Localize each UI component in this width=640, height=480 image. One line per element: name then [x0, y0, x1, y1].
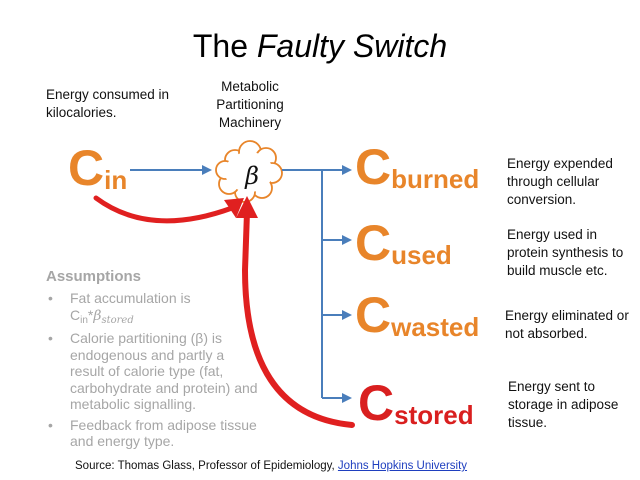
c-in-subscript: in	[104, 165, 128, 195]
c-used-subscript: used	[391, 240, 452, 270]
c-burned-note: Energy expended through cellular convers…	[507, 156, 613, 207]
energy-in-note: Energy consumed in kilocalories.	[46, 87, 170, 120]
c-used-note: Energy used in protein synthesis to buil…	[507, 227, 624, 278]
title-prefix: The	[192, 28, 257, 64]
assumptions-heading: Assumptions	[46, 268, 142, 285]
assumption-item-1-text: Fat accumulation is	[70, 290, 191, 306]
cin-feedback-arrow	[93, 195, 235, 224]
c-in-letter: C	[68, 140, 105, 196]
c-used-letter: C	[355, 215, 392, 271]
c-stored-note: Energy sent to storage in adipose tissue…	[508, 379, 619, 430]
c-in-term: Cin	[68, 143, 127, 193]
assumption-item-feedback: Feedback from adipose tissue and energy …	[46, 417, 261, 450]
c-wasted-letter: C	[355, 287, 392, 343]
c-wasted-note: Energy eliminated or not absorbed.	[505, 308, 629, 341]
assumption-formula: Cin*βstored	[70, 306, 134, 326]
c-stored-term: Cstored	[358, 378, 474, 428]
formula-op: *	[87, 306, 94, 323]
formula-stored: stored	[101, 314, 134, 326]
source-link[interactable]: Johns Hopkins University	[337, 460, 468, 472]
title-emphasis: Faulty Switch	[256, 28, 448, 64]
cin-feedback-arrowhead	[224, 198, 244, 218]
beta-cloud-icon	[215, 140, 283, 203]
c-burned-term: Cburned	[355, 142, 479, 192]
formula-c: C	[70, 306, 81, 323]
stored-feedback-arrow	[241, 209, 355, 428]
assumption-item-fat-accumulation: Fat accumulation is Cin*βstored	[46, 290, 261, 326]
stored-feedback-arrowhead	[236, 196, 258, 218]
c-wasted-term: Cwasted	[355, 290, 479, 340]
assumptions-list: Fat accumulation is Cin*βstored Calorie …	[46, 290, 261, 454]
assumption-item-partitioning: Calorie partitioning (β) is endogenous a…	[46, 330, 261, 413]
formula-in: in	[80, 314, 88, 326]
source-text: Source: Thomas Glass, Professor of Epide…	[75, 460, 335, 472]
c-burned-subscript: burned	[391, 164, 480, 194]
source-line: Source: Thomas Glass, Professor of Epide…	[75, 460, 467, 472]
page-title: The Faulty Switch	[0, 28, 640, 65]
c-stored-letter: C	[358, 375, 395, 431]
c-stored-subscript: stored	[394, 400, 474, 430]
c-used-term: Cused	[355, 218, 452, 268]
machinery-note: Metabolic Partitioning Machinery	[216, 79, 284, 130]
beta-symbol: β	[245, 162, 259, 190]
c-wasted-subscript: wasted	[391, 312, 480, 342]
formula-beta: β	[93, 307, 102, 324]
c-burned-letter: C	[355, 139, 392, 195]
